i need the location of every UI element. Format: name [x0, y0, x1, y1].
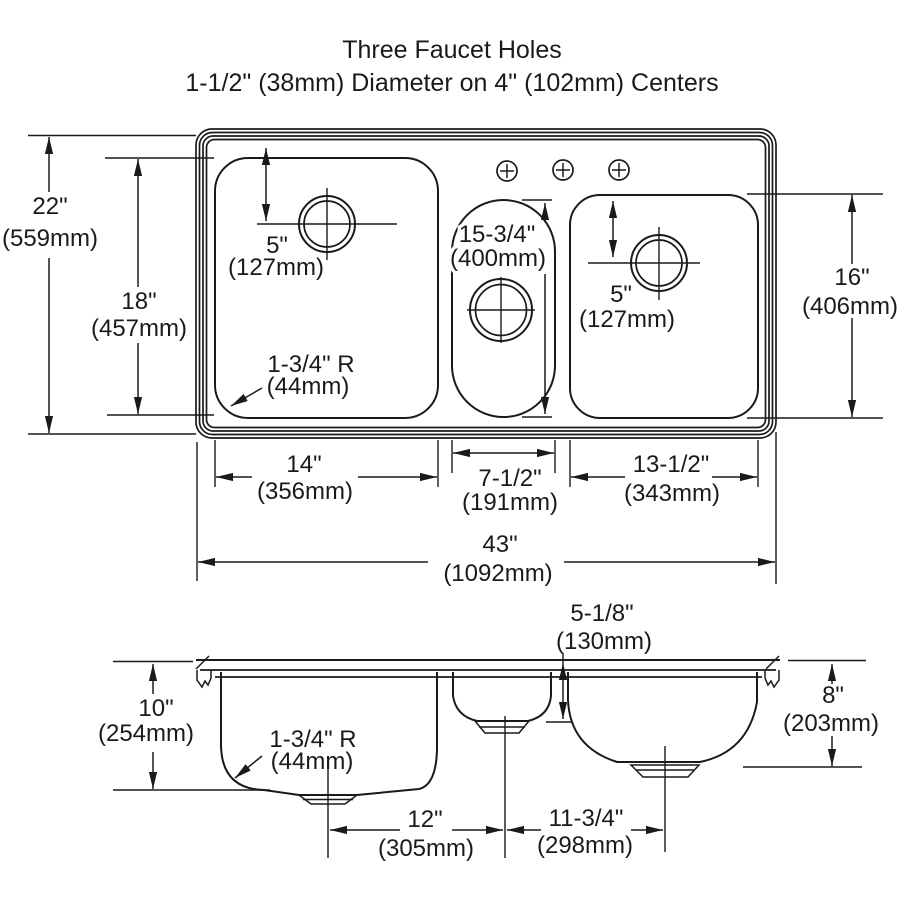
left-bowl-outline	[214, 157, 439, 419]
dim-left-drain-offset-inches: 5"	[266, 232, 288, 259]
dim-overall-depth-mm: (559mm)	[2, 225, 98, 252]
middle-bowl-outline	[451, 199, 556, 418]
drain-centerlines	[327, 716, 666, 858]
dim-middle-bowl-width-mm: (191mm)	[462, 489, 558, 516]
dim-right-bowl-width: 13-1/2" (343mm)	[571, 451, 757, 507]
dim-overall-width-inches: 43"	[482, 531, 517, 558]
dim-left-bowl-width-inches: 14"	[286, 451, 321, 478]
dim-overall-width-mm: (1092mm)	[443, 560, 552, 587]
sink-rim-outline	[195, 128, 777, 439]
right-bowl-profile	[567, 672, 758, 763]
corner-radius-side-inches: 1-3/4" R	[269, 726, 356, 753]
faucet-holes	[496, 159, 630, 182]
countertop-profile	[195, 655, 780, 678]
dim-right-bowl-fb-inches: 16"	[834, 264, 869, 291]
dim-middle-bowl-length-mm: (400mm)	[450, 245, 546, 272]
corner-radius-callout-side: 1-3/4" R (44mm)	[234, 726, 357, 779]
corner-radius-top-mm: (44mm)	[267, 373, 350, 400]
dim-left-bowl-width: 14" (356mm)	[216, 451, 437, 505]
dim-right-bowl-fb-mm: (406mm)	[802, 293, 898, 320]
right-bowl-outline	[569, 194, 759, 419]
dim-right-drain-offset-inches: 5"	[610, 281, 632, 308]
dim-left-drain-offset-mm: (127mm)	[228, 254, 324, 281]
dim-middle-bowl-depth: 5-1/8" (130mm)	[546, 600, 652, 723]
top-view: 22" (559mm) 18" (457mm) 16" (406mm) 5" (…	[2, 128, 898, 587]
dim-middle-bowl-length: 15-3/4" (400mm)	[446, 199, 552, 418]
dim-middle-to-right-mm: (298mm)	[537, 832, 633, 859]
dim-middle-bowl-width: 7-1/2" (191mm)	[453, 448, 558, 516]
right-drain	[588, 227, 700, 300]
middle-drain-profile	[473, 720, 531, 734]
title-line2: 1-1/2" (38mm) Diameter on 4" (102mm) Cen…	[185, 69, 718, 97]
dim-left-bowl-front-back: 18" (457mm)	[91, 157, 214, 416]
dim-left-bowl-depth-mm: (254mm)	[98, 720, 194, 747]
dim-right-bowl-width-inches: 13-1/2"	[633, 451, 710, 478]
left-drain	[257, 188, 397, 260]
dim-overall-depth: 22" (559mm)	[2, 134, 196, 435]
dim-overall-depth-inches: 22"	[32, 193, 67, 220]
middle-bowl-profile	[452, 672, 552, 722]
dim-left-bowl-fb-mm: (457mm)	[91, 315, 187, 342]
dim-right-bowl-width-mm: (343mm)	[624, 480, 720, 507]
title-block: Three Faucet Holes 1-1/2" (38mm) Diamete…	[185, 36, 718, 97]
dim-right-bowl-depth: 8" (203mm)	[743, 659, 879, 768]
dim-left-bowl-fb-inches: 18"	[121, 288, 156, 315]
dim-left-to-middle-drain: 12" (305mm)	[330, 806, 503, 862]
dim-right-bowl-depth-inches: 8"	[822, 682, 844, 709]
dim-right-drain-offset-mm: (127mm)	[579, 306, 675, 333]
extension-lines	[196, 432, 777, 584]
dim-middle-bowl-length-inches: 15-3/4"	[459, 221, 536, 248]
dim-left-drain-offset: 5" (127mm)	[228, 148, 324, 281]
right-mounting-clip	[764, 670, 780, 689]
dim-middle-bowl-depth-mm: (130mm)	[556, 628, 652, 655]
dim-left-bowl-width-mm: (356mm)	[257, 478, 353, 505]
middle-drain	[467, 277, 535, 343]
dim-right-drain-offset: 5" (127mm)	[579, 201, 675, 333]
corner-radius-side-mm: (44mm)	[271, 748, 354, 775]
side-view: 10" (254mm) 1-3/4" R (44mm) 5-1/8" (130m…	[98, 600, 879, 862]
title-line1: Three Faucet Holes	[342, 36, 562, 64]
dim-middle-bowl-depth-inches: 5-1/8"	[570, 600, 633, 627]
dim-overall-width: 43" (1092mm)	[198, 531, 775, 587]
dim-middle-to-right-inches: 11-3/4"	[549, 805, 624, 832]
dim-left-to-middle-mm: (305mm)	[378, 835, 474, 862]
dim-left-bowl-depth: 10" (254mm)	[98, 660, 270, 791]
dim-middle-bowl-width-inches: 7-1/2"	[478, 465, 541, 492]
dim-right-bowl-front-back: 16" (406mm)	[747, 193, 898, 419]
corner-radius-callout-top: 1-3/4" R (44mm)	[230, 351, 355, 407]
corner-radius-top-inches: 1-3/4" R	[267, 351, 354, 378]
left-mounting-clip	[196, 670, 212, 689]
dim-left-bowl-depth-inches: 10"	[138, 695, 173, 722]
dim-left-to-middle-inches: 12"	[407, 806, 442, 833]
dim-right-bowl-depth-mm: (203mm)	[783, 710, 879, 737]
dim-middle-to-right-drain: 11-3/4" (298mm)	[507, 805, 663, 859]
